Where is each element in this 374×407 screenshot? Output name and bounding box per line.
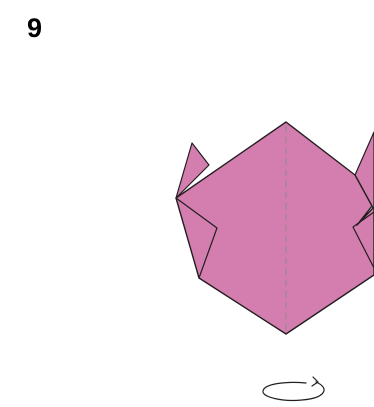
main-body [176, 122, 374, 334]
folded-paper [176, 122, 374, 334]
turn-over-arrow-icon [263, 377, 324, 400]
